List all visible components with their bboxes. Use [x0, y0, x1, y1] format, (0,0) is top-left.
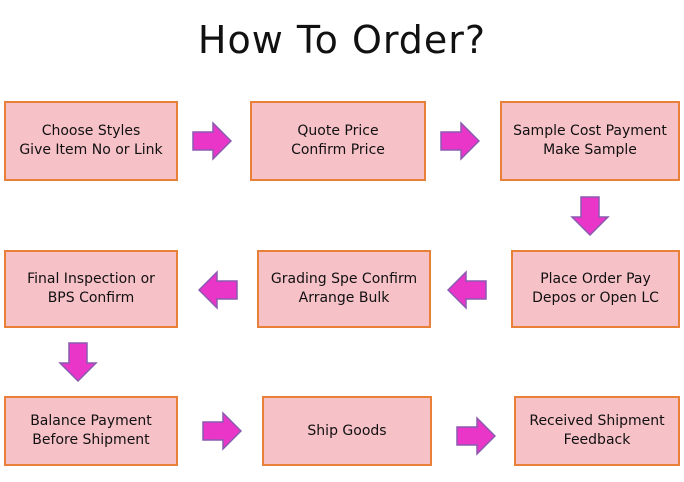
arrow-right-icon	[202, 411, 242, 451]
step-line-1: Quote Price	[297, 123, 379, 139]
step-line-1: Final Inspection or	[27, 271, 155, 287]
step-line-2: Confirm Price	[291, 142, 385, 158]
step-grading-confirm: Grading Spe Confirm Arrange Bulk	[257, 250, 431, 328]
step-line-1: Grading Spe Confirm	[270, 271, 418, 287]
arrow-down-icon	[570, 196, 610, 236]
step-line-2: Give Item No or Link	[19, 142, 163, 158]
arrow-left-icon	[198, 270, 238, 310]
step-line-2: Feedback	[563, 432, 631, 448]
step-line-2: Make Sample	[543, 142, 637, 158]
step-line-2: BPS Confirm	[47, 290, 135, 306]
step-line-1: Received Shipment	[529, 413, 665, 429]
step-choose-styles: Choose Styles Give Item No or Link	[4, 101, 178, 181]
step-ship-goods: Ship Goods	[262, 396, 432, 466]
step-line-1: Sample Cost Payment	[513, 123, 667, 139]
step-line-2: Before Shipment	[32, 432, 150, 448]
arrow-left-icon	[447, 270, 487, 310]
step-line-1: Place Order Pay	[540, 271, 651, 287]
step-final-inspection: Final Inspection or BPS Confirm	[4, 250, 178, 328]
step-place-order: Place Order Pay Depos or Open LC	[511, 250, 680, 328]
step-sample-cost-payment: Sample Cost Payment Make Sample	[500, 101, 680, 181]
step-line-1: Balance Payment	[30, 413, 152, 429]
step-line-1: Choose Styles	[41, 123, 141, 139]
arrow-right-icon	[456, 416, 496, 456]
arrow-down-icon	[58, 342, 98, 382]
arrow-right-icon	[192, 121, 232, 161]
step-line-2: Arrange Bulk	[298, 290, 390, 306]
step-line-1: Ship Goods	[307, 422, 387, 439]
page-title: How To Order?	[197, 18, 487, 62]
step-quote-price: Quote Price Confirm Price	[250, 101, 426, 181]
step-line-2: Depos or Open LC	[532, 290, 659, 306]
step-balance-payment: Balance Payment Before Shipment	[4, 396, 178, 466]
step-received-shipment: Received Shipment Feedback	[514, 396, 680, 466]
arrow-right-icon	[440, 121, 480, 161]
